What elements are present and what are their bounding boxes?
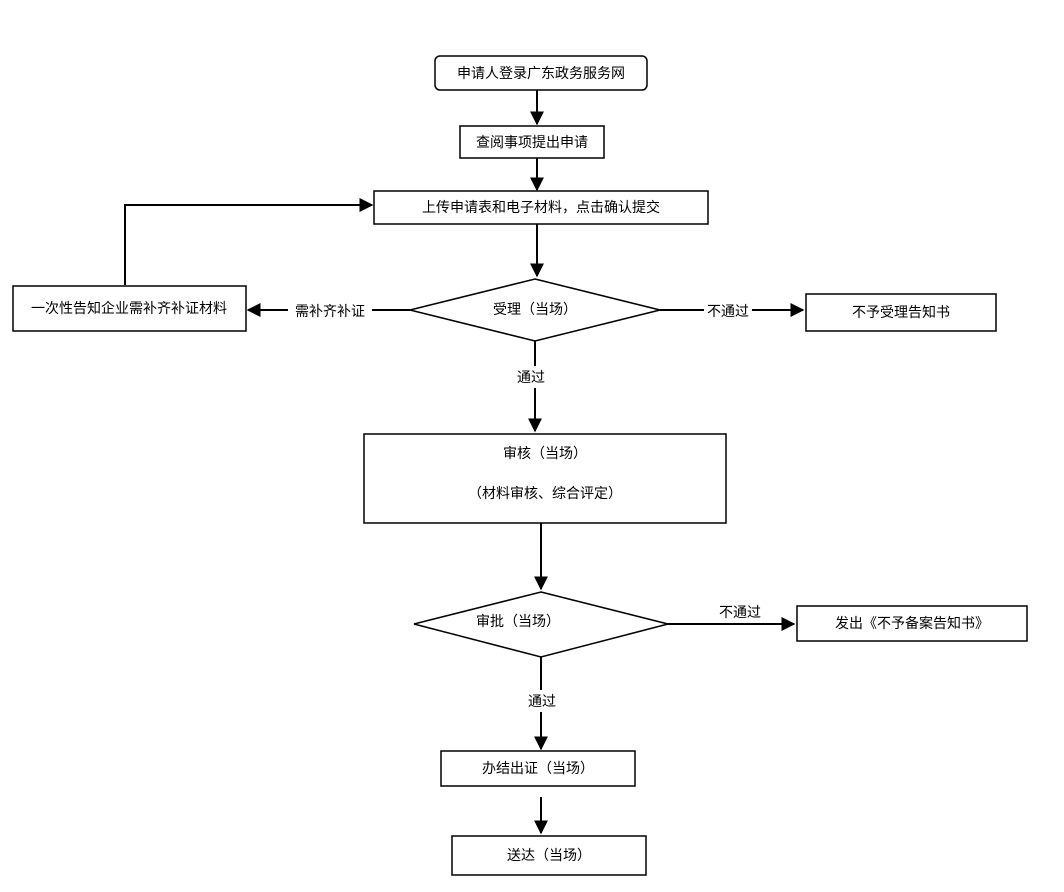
node-apply: 查阅事项提出申请	[459, 125, 605, 159]
node-supplement-label: 一次性告知企业需补齐补证材料	[31, 300, 227, 317]
node-upload-label: 上传申请表和电子材料，点击确认提交	[422, 199, 660, 216]
edge-label-pass-2: 通过	[528, 694, 556, 710]
node-issue-label: 办结出证（当场）	[482, 761, 594, 777]
node-apply-label: 查阅事项提出申请	[476, 135, 588, 151]
edge-label-not-pass-2: 不通过	[719, 605, 761, 621]
edge-label-need-supplement: 需补齐补证	[295, 304, 365, 320]
node-reject-record: 发出《不予备案告知书》	[796, 605, 1028, 642]
node-approve: 审批（当场）	[413, 591, 669, 658]
node-login: 申请人登录广东政务服务网	[434, 55, 648, 91]
node-accept-label: 受理（当场）	[493, 302, 577, 318]
edge-supplement-loop-to-upload	[124, 198, 374, 285]
node-upload: 上传申请表和电子材料，点击确认提交	[373, 190, 709, 225]
node-review-detail: （材料审核、综合评定）	[468, 486, 622, 502]
edge-label-pass-1: 通过	[517, 370, 545, 386]
node-reject-record-label: 发出《不予备案告知书》	[835, 615, 989, 632]
node-review-title: 审核（当场）	[503, 446, 587, 462]
node-issue: 办结出证（当场）	[440, 750, 636, 787]
node-reject-accept: 不予受理告知书	[805, 293, 997, 332]
node-deliver: 送达（当场）	[451, 835, 647, 876]
node-deliver-label: 送达（当场）	[507, 848, 591, 864]
node-accept: 受理（当场）	[409, 278, 661, 342]
node-login-label: 申请人登录广东政务服务网	[457, 66, 625, 82]
node-reject-accept-label: 不予受理告知书	[852, 304, 950, 321]
node-review: 审核（当场） （材料审核、综合评定）	[363, 433, 727, 524]
node-supplement: 一次性告知企业需补齐补证材料	[12, 285, 247, 332]
node-approve-label: 审批（当场）	[476, 614, 560, 630]
edge-label-not-pass-1: 不通过	[707, 304, 749, 320]
